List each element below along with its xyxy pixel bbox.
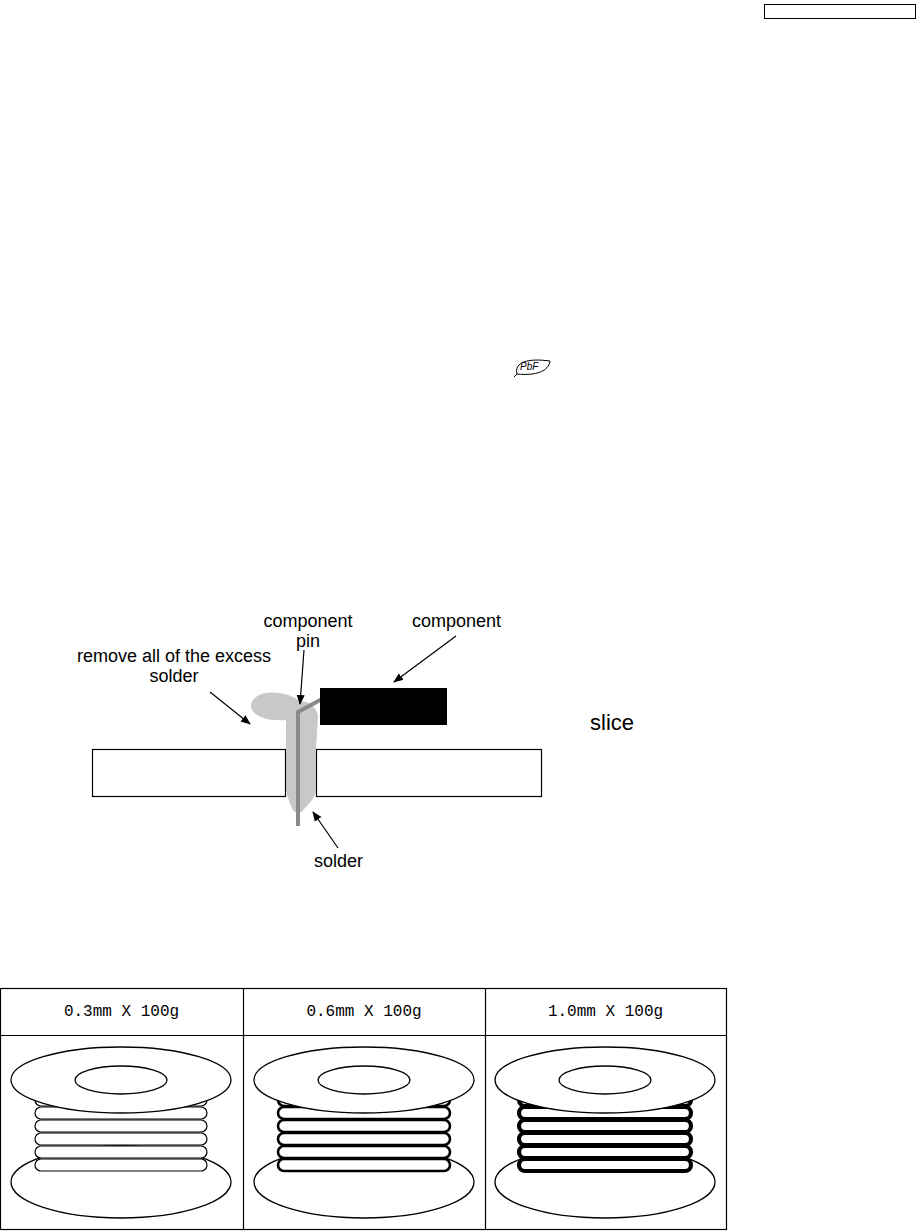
table-cell: 1.0mm X 100g xyxy=(485,1002,726,1022)
part-label: solder xyxy=(314,851,394,871)
table-cell: 0.3mm X 100g xyxy=(0,1002,243,1022)
component-pin xyxy=(298,699,322,826)
leader-line xyxy=(210,692,250,724)
pcb-board xyxy=(93,750,286,797)
pcb-board xyxy=(317,750,542,797)
solder-winding xyxy=(519,1133,691,1145)
leader-line xyxy=(313,812,338,848)
spool-flange xyxy=(11,1146,231,1218)
solder-winding xyxy=(35,1159,207,1171)
solder-winding xyxy=(278,1120,450,1132)
solder-winding xyxy=(35,1120,207,1132)
solder-winding xyxy=(519,1159,691,1171)
part-label: component pin xyxy=(258,611,358,651)
view-label: slice xyxy=(590,710,670,736)
spool-hole xyxy=(559,1066,651,1094)
spool-flange xyxy=(495,1047,715,1113)
table-rule xyxy=(485,988,486,1230)
spool-hole xyxy=(318,1066,410,1094)
component-body xyxy=(320,688,447,725)
solder-winding xyxy=(278,1133,450,1145)
solder-winding xyxy=(35,1146,207,1158)
solder-winding xyxy=(35,1133,207,1145)
solder-winding xyxy=(278,1146,450,1158)
part-label: component xyxy=(412,611,522,631)
table-rule xyxy=(0,1035,727,1036)
leader-line xyxy=(394,636,456,682)
pbf-mark: PbF xyxy=(520,361,552,373)
table-cell: 0.6mm X 100g xyxy=(243,1002,485,1022)
leader-line xyxy=(300,650,304,704)
spool-flange xyxy=(254,1146,474,1218)
spool-flange xyxy=(495,1146,715,1218)
table-rule xyxy=(243,988,244,1230)
header-box xyxy=(765,5,916,19)
note-label: remove all of the excess solder xyxy=(76,646,272,686)
spool-hole xyxy=(75,1066,167,1094)
solder-fillet xyxy=(251,693,318,812)
spool-flange xyxy=(11,1047,231,1113)
table-border xyxy=(1,989,727,1230)
solder-winding xyxy=(519,1146,691,1158)
solder-winding xyxy=(278,1159,450,1171)
spool-flange xyxy=(254,1047,474,1113)
solder-winding xyxy=(519,1120,691,1132)
